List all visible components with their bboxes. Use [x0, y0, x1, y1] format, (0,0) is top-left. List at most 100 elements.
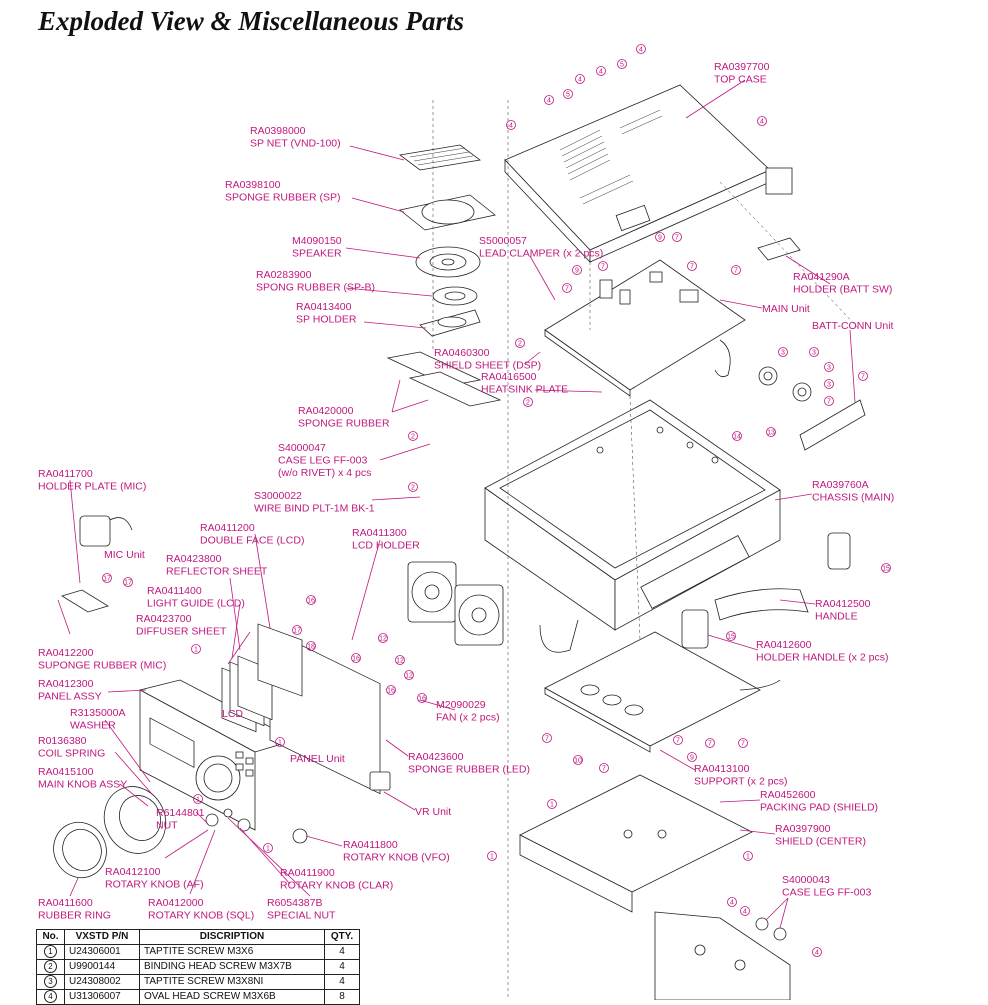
- description-cell: TAPTITE SCREW M3X8NI: [139, 974, 325, 990]
- column-header-description: DISCRIPTION: [139, 929, 325, 945]
- svg-text:7: 7: [741, 741, 745, 748]
- svg-text:17: 17: [103, 576, 111, 583]
- svg-text:1: 1: [550, 802, 554, 809]
- svg-text:3: 3: [827, 382, 831, 389]
- qty-cell: 8: [324, 989, 360, 1005]
- svg-text:1: 1: [196, 797, 200, 804]
- svg-text:17: 17: [293, 628, 301, 635]
- svg-text:1: 1: [266, 846, 270, 853]
- svg-text:7: 7: [602, 766, 606, 773]
- table-row: 3 U24308002 TAPTITE SCREW M3X8NI 4: [36, 974, 360, 990]
- svg-text:4: 4: [639, 47, 643, 54]
- svg-text:4: 4: [730, 900, 734, 907]
- qty-cell: 4: [324, 974, 360, 990]
- label-mic-unit: MIC Unit: [104, 549, 145, 561]
- svg-text:12: 12: [379, 636, 387, 643]
- svg-text:7: 7: [675, 235, 679, 242]
- svg-text:3: 3: [812, 350, 816, 357]
- reference-markers: 4 5 4 4 5 4 4 4 9 7 9 7 7 7 7 2 2 3 3 3 …: [102, 44, 891, 957]
- svg-text:13: 13: [767, 430, 775, 437]
- svg-text:7: 7: [676, 738, 680, 745]
- lower-pcb-drawing: [544, 631, 781, 753]
- part-number-cell: U24306001: [64, 944, 140, 960]
- label-vr-unit: VR Unit: [415, 806, 451, 818]
- table-row: 1 U24306001 TAPTITE SCREW M3X6 4: [36, 944, 360, 960]
- part-number-cell: U9900144: [64, 959, 140, 975]
- svg-text:7: 7: [708, 741, 712, 748]
- svg-text:14: 14: [733, 434, 741, 441]
- label-main-unit: MAIN Unit: [762, 303, 810, 315]
- batt-conn-drawing: [757, 167, 866, 451]
- label-lcd: LCD: [222, 708, 243, 720]
- svg-text:4: 4: [815, 950, 819, 957]
- svg-text:10: 10: [574, 758, 582, 765]
- part-number-cell: U24308002: [64, 974, 140, 990]
- column-header-no: No.: [36, 929, 65, 945]
- description-cell: TAPTITE SCREW M3X6: [139, 944, 325, 960]
- svg-text:5: 5: [566, 92, 570, 99]
- svg-text:12: 12: [405, 673, 413, 680]
- svg-text:16: 16: [418, 696, 426, 703]
- svg-text:2: 2: [526, 400, 530, 407]
- main-knob-drawing: [53, 786, 167, 879]
- svg-text:4: 4: [743, 909, 747, 916]
- chassis-drawing: [484, 399, 781, 631]
- svg-text:2: 2: [411, 485, 415, 492]
- svg-text:3: 3: [827, 365, 831, 372]
- speaker-stack-drawing: [399, 144, 496, 337]
- svg-text:3: 3: [781, 350, 785, 357]
- svg-text:12: 12: [396, 658, 404, 665]
- part-number-cell: U31306007: [64, 989, 140, 1005]
- page-title: Exploded View & Miscellaneous Parts: [38, 6, 465, 36]
- row-number-badge: 2: [44, 960, 57, 973]
- qty-cell: 4: [324, 959, 360, 975]
- svg-text:7: 7: [690, 264, 694, 271]
- column-header-part-number: VXSTD P/N: [64, 929, 140, 945]
- svg-text:4: 4: [547, 98, 551, 105]
- description-cell: BINDING HEAD SCREW M3X7B: [139, 959, 325, 975]
- svg-text:17: 17: [124, 580, 132, 587]
- svg-text:15: 15: [727, 634, 735, 641]
- description-cell: OVAL HEAD SCREW M3X6B: [139, 989, 325, 1005]
- svg-text:7: 7: [827, 399, 831, 406]
- svg-text:15: 15: [882, 566, 890, 573]
- svg-text:16: 16: [387, 688, 395, 695]
- svg-text:1: 1: [746, 854, 750, 861]
- bottom-panel-drawing: [654, 911, 791, 1000]
- screw-parts-table: No. VXSTD P/N DISCRIPTION QTY. 1 U243060…: [36, 929, 360, 1005]
- table-row: 4 U31306007 OVAL HEAD SCREW M3X6B 8: [36, 989, 360, 1005]
- row-number-badge: 4: [44, 990, 57, 1003]
- top-case-drawing: [504, 84, 771, 264]
